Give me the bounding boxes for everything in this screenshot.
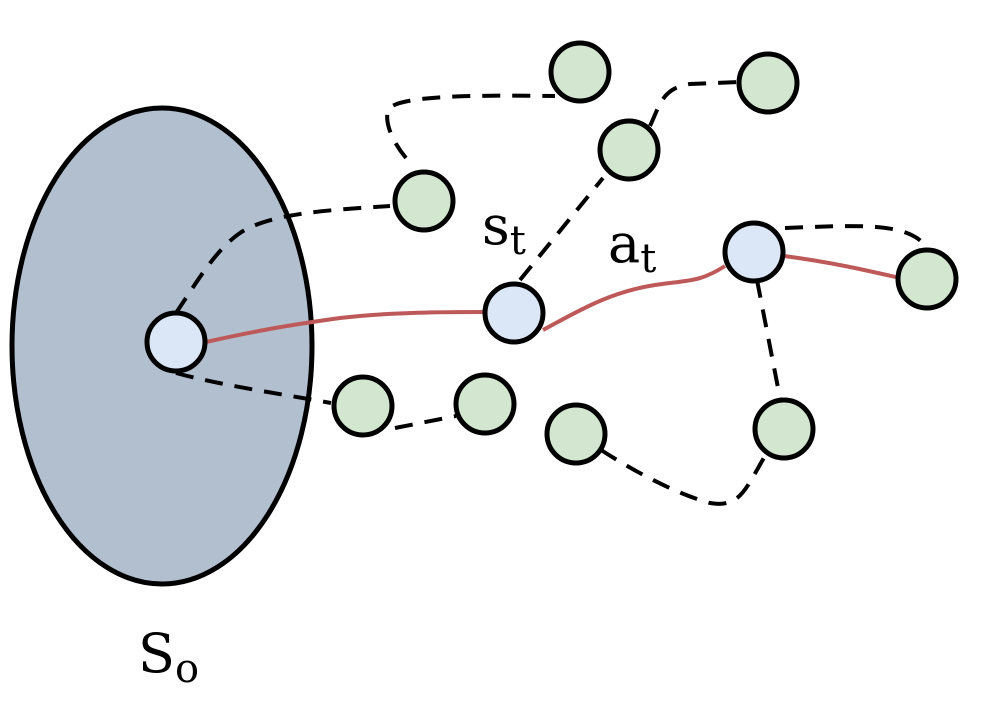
dashed-edge-start-up [174, 204, 391, 315]
label-action-base: a [608, 212, 640, 275]
label-start-set-base: S [138, 622, 175, 685]
dashed-edge-right-down [755, 279, 782, 399]
nodes [144, 40, 959, 466]
dashed-edge-bottom-loop [599, 448, 767, 506]
dashed-edge-upper-loop [385, 93, 556, 160]
dashed-edge-st-up [518, 176, 605, 282]
label-action: at [608, 212, 656, 282]
node-path-right [722, 220, 786, 284]
dashed-edge-right-loop [784, 224, 929, 250]
node-state [482, 281, 546, 345]
node-upper-b [736, 51, 800, 115]
node-lower-c [544, 402, 608, 466]
label-state: st [482, 194, 526, 264]
label-start-set: So [138, 622, 199, 692]
node-mid-left [392, 169, 456, 233]
dashed-edge-upper-right [648, 80, 739, 127]
label-state-sub: t [510, 218, 526, 264]
dashed-edge-lower-pair [394, 414, 457, 430]
label-start-set-sub: o [175, 646, 199, 692]
dashed-edge-start-down [175, 371, 332, 405]
node-upper-c [597, 118, 661, 182]
label-action-sub: t [640, 236, 656, 282]
node-lower-a [331, 374, 395, 438]
dashed-edges [174, 80, 929, 506]
node-lower-right [752, 397, 816, 461]
solid-path [205, 254, 901, 344]
node-start [144, 310, 208, 374]
node-lower-b [453, 372, 517, 436]
label-state-base: s [482, 194, 510, 257]
node-far-right [895, 247, 959, 311]
node-upper-a [548, 40, 612, 104]
